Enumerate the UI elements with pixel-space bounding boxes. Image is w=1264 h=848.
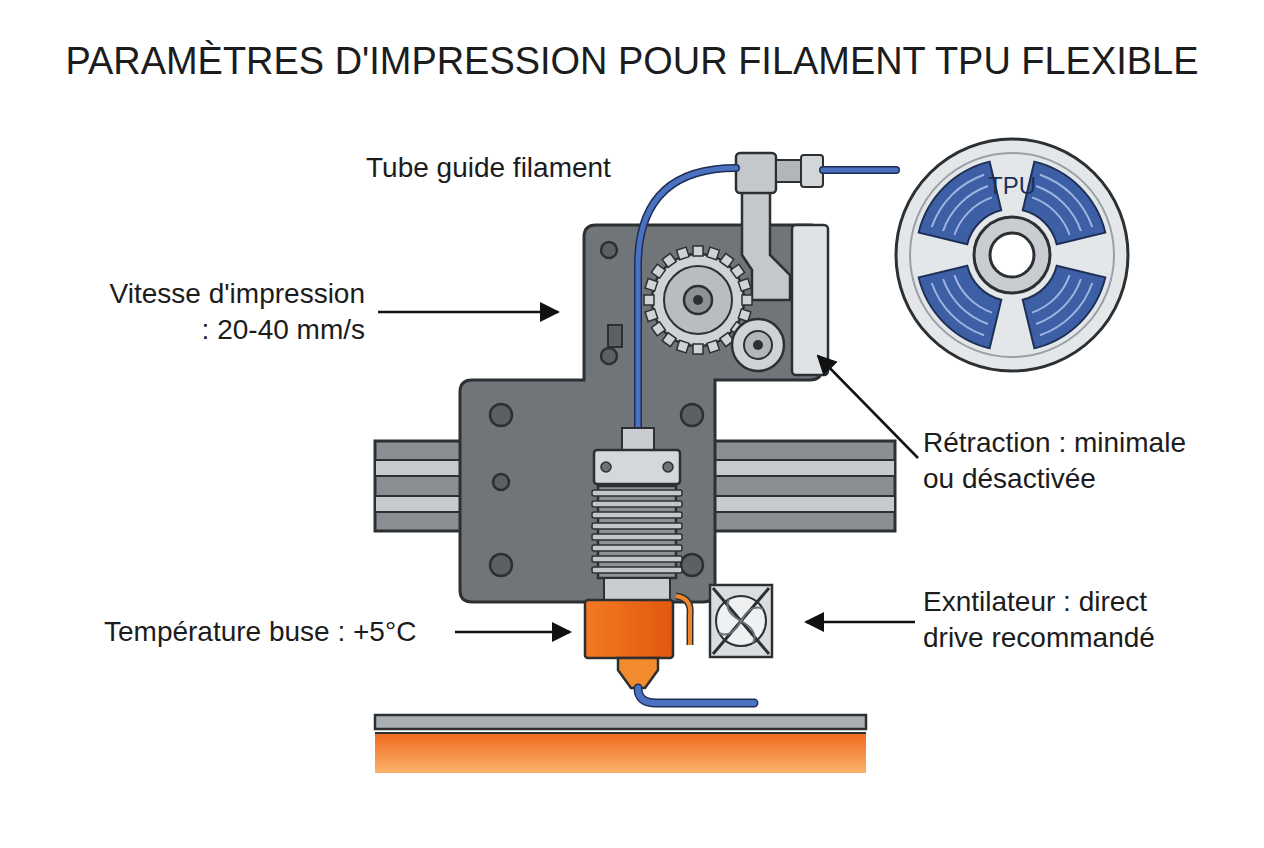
gear-tooth	[731, 264, 745, 278]
winding-stripe	[1036, 279, 1082, 325]
gear-tooth	[644, 295, 654, 305]
winding-stripe	[942, 279, 988, 325]
gear-tooth	[693, 344, 703, 354]
winding-stripe	[1040, 283, 1094, 337]
winding-stripe	[1036, 185, 1082, 231]
temperature-callout: Température buse : +5°C	[104, 614, 416, 650]
idler-bearing	[732, 319, 784, 371]
leader-arrow	[455, 631, 570, 634]
heatsink-fin	[592, 567, 682, 573]
gear-tooth	[693, 246, 703, 256]
spool-label: TPU	[962, 170, 1062, 201]
heatsink-fin	[592, 534, 682, 540]
winding-stripe	[1040, 174, 1094, 228]
gear-tooth	[677, 247, 690, 260]
fan-callout: Exntilateur : direct drive recommandé	[923, 584, 1175, 657]
gear-tooth	[707, 340, 720, 353]
tension-lever	[736, 153, 823, 300]
hotend	[585, 428, 754, 703]
winding-stripe	[931, 174, 985, 228]
winding-stripe	[931, 283, 985, 337]
retraction-callout: Rétraction : minimale ou désactivée	[923, 425, 1205, 498]
tube-label: Tube guide filament	[366, 150, 611, 186]
heatsink-fin	[592, 545, 682, 551]
gear-tooth	[645, 279, 658, 292]
heatsink-fin	[592, 490, 682, 496]
gear-tooth	[662, 253, 676, 267]
heatsink-fin	[592, 501, 682, 507]
gear-tooth	[742, 295, 752, 305]
gear-tooth	[738, 279, 751, 292]
gear-tooth	[651, 322, 665, 336]
filament-tube	[638, 168, 896, 432]
gear-tooth	[651, 264, 665, 278]
cooling-fan	[710, 585, 772, 657]
leader-arrow	[378, 311, 558, 314]
leader-arrow	[806, 621, 915, 624]
gear-tooth	[677, 340, 690, 353]
tpu-spool	[896, 139, 1128, 371]
heatsink-fin	[592, 556, 682, 562]
gear-tooth	[707, 247, 720, 260]
winding-stripe	[942, 185, 988, 231]
gear-tooth	[720, 253, 734, 267]
heatsink-fin	[592, 523, 682, 529]
gear-tooth	[662, 333, 676, 347]
gear-tooth	[645, 309, 658, 322]
heatsink-fin	[592, 512, 682, 518]
diagram-title: PARAMÈTRES D'IMPRESSION POUR FILAMENT TP…	[0, 40, 1264, 83]
leader-arrow	[818, 356, 918, 458]
leader-arrows	[378, 312, 918, 632]
speed-callout: Vitesse d'impression : 20-40 mm/s	[100, 276, 365, 349]
print-bed	[375, 715, 866, 773]
